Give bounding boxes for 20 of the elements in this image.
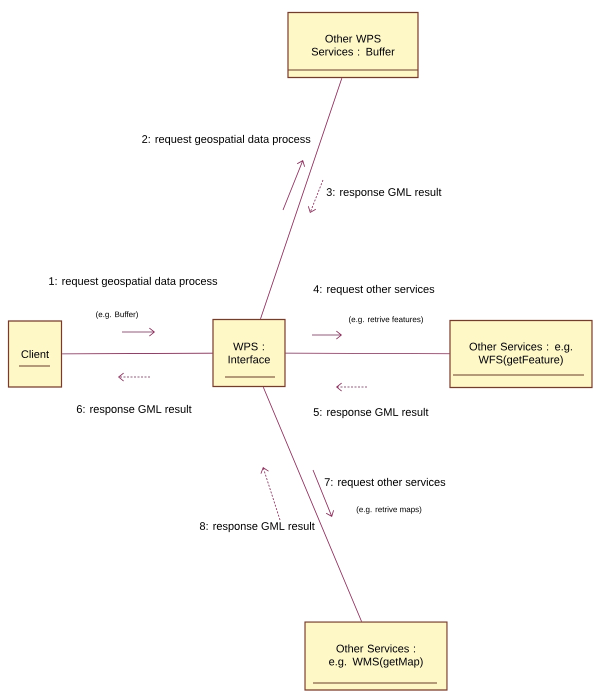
message-label: 3: response GML result bbox=[326, 188, 442, 198]
link-line bbox=[260, 78, 342, 320]
object-box: Other WPS Services : Buffer bbox=[287, 12, 419, 78]
object-box: Other Services : e.g. WMS(getMap) bbox=[304, 621, 448, 691]
message-label: (e.g. Buffer) bbox=[96, 311, 138, 319]
link-line bbox=[262, 386, 362, 622]
object-box: Other Services : e.g. WFS(getFeature) bbox=[449, 320, 593, 388]
message-label: (e.g. retrive features) bbox=[349, 316, 423, 324]
message-label: 4: request other services bbox=[313, 284, 434, 296]
message-label: 8: response GML result bbox=[200, 522, 315, 532]
link-line bbox=[285, 352, 450, 354]
message-label: (e.g. retrive maps) bbox=[356, 506, 422, 514]
message-label: 1: request geospatial data process bbox=[49, 276, 218, 288]
object-box: Client bbox=[8, 320, 62, 388]
object-box: WPS : Interface bbox=[212, 318, 286, 388]
message-label: 5: response GML result bbox=[314, 408, 428, 418]
message-label: 2: request geospatial data process bbox=[142, 134, 310, 146]
message-label: 6: response GML result bbox=[76, 404, 192, 416]
link-line bbox=[62, 352, 213, 354]
message-label: 7: request other services bbox=[324, 478, 446, 488]
